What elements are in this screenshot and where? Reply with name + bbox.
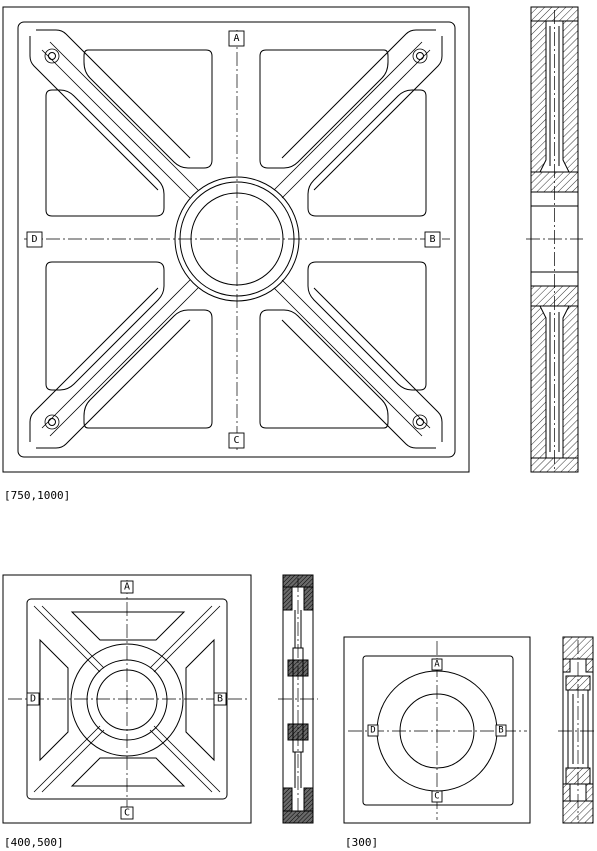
medium-label-b: B: [217, 694, 223, 705]
large-rib-slots: [29, 29, 443, 449]
small-label-c: C: [434, 792, 439, 802]
large-label-d: D: [31, 234, 37, 245]
medium-plate-size-caption: [400,500]: [4, 836, 64, 849]
small-plate-outer-border: [343, 636, 531, 824]
large-pocket-bottom-right-tri: [259, 309, 389, 429]
large-label-c: C: [233, 435, 239, 446]
large-plate-section-view: [526, 6, 583, 473]
large-pocket-top-left-tri: [83, 49, 213, 169]
small-plate-front-view: A C D B: [343, 636, 531, 824]
large-label-a: A: [233, 33, 239, 44]
large-plate-inner-border: [17, 21, 456, 458]
medium-plate-section-view: [278, 574, 318, 824]
medium-label-d: D: [30, 694, 36, 705]
small-plate-size-caption: [300]: [345, 836, 379, 849]
large-plate-outer-border: [2, 6, 470, 473]
medium-plate-outer-border: [2, 574, 252, 824]
large-pocket-left-top-tri: [45, 89, 165, 217]
medium-label-a: A: [124, 582, 130, 593]
small-label-b: B: [498, 726, 503, 736]
large-plate-size-caption: [750,1000]: [4, 489, 71, 502]
medium-label-c: C: [124, 808, 130, 819]
large-plate-front-view: A C D B: [2, 6, 470, 473]
large-pocket-top-right-tri: [259, 49, 389, 169]
large-pocket-bottom-left-tri: [83, 309, 213, 429]
small-plate-section-view: [558, 636, 597, 824]
small-plate-inner-border: [362, 655, 514, 806]
medium-plate-front-view: A C D B: [2, 574, 252, 824]
large-bolt-holes: [44, 48, 428, 430]
small-label-a: A: [434, 660, 440, 670]
large-pocket-right-bottom-tri: [307, 261, 427, 391]
large-pocket-right-top-tri: [307, 89, 427, 217]
large-pocket-left-bottom-tri: [45, 261, 165, 391]
small-label-d: D: [370, 726, 375, 736]
large-label-b: B: [429, 234, 435, 245]
